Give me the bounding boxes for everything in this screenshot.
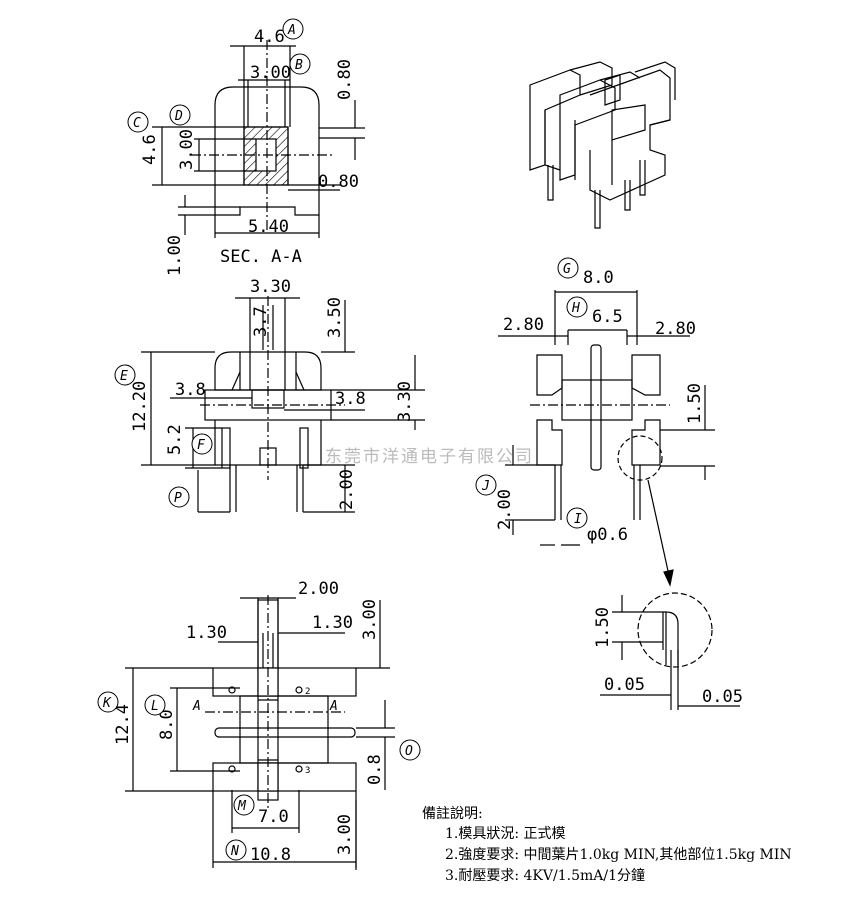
dim-0-80-mid: 0.80 xyxy=(318,172,359,192)
reference-balloons: A B C D E F P G H I J K L M N O xyxy=(97,18,588,861)
dim-0-05-right: 0.05 xyxy=(702,687,743,707)
dim-7-0: 7.0 xyxy=(258,807,289,827)
watermark: 东莞市洋通电子有限公司 xyxy=(325,447,534,467)
dim-8-0: 8.0 xyxy=(583,268,614,288)
dim-0-80-top: 0.80 xyxy=(335,59,355,100)
section-label: SEC. A-A xyxy=(220,247,302,267)
dim-3-30-right: 3.30 xyxy=(395,381,415,422)
bottom-view xyxy=(125,595,395,870)
dim-6-5: 6.5 xyxy=(592,307,623,327)
dim-3-7: 3.7 xyxy=(251,306,271,337)
balloon-j: J xyxy=(475,474,497,496)
balloon-k: K xyxy=(97,691,119,713)
svg-text:K: K xyxy=(102,696,112,711)
balloon-o: O xyxy=(399,739,421,761)
side-view xyxy=(498,290,715,587)
dim-12-4: 12.4 xyxy=(113,704,133,745)
dim-2-00-bottom: 2.00 xyxy=(298,579,339,599)
dim-2-00-side: 2.00 xyxy=(495,489,515,530)
pin-number-3: 3 xyxy=(305,766,310,776)
dim-3-00-bottom-top: 3.00 xyxy=(360,599,380,640)
balloon-a: A xyxy=(282,18,304,40)
dim-1-50-detail: 1.50 xyxy=(593,607,613,648)
dim-8-0-bottom: 8.0 xyxy=(157,709,177,740)
balloon-b: B xyxy=(289,53,311,75)
balloon-i: I xyxy=(566,507,588,529)
dim-3-00-left: 3.00 xyxy=(177,129,197,170)
dim-3-00-bottom: 3.00 xyxy=(335,814,355,855)
balloon-m: M xyxy=(233,794,255,816)
dim-5-40: 5.40 xyxy=(248,217,289,237)
dim-4-6-top: 4.6 xyxy=(254,27,285,47)
section-view xyxy=(152,40,365,238)
dim-3-00-top: 3.00 xyxy=(250,63,291,83)
svg-text:J: J xyxy=(481,479,490,494)
dim-3-30-top: 3.30 xyxy=(250,277,291,297)
dim-3-8-right: 3.8 xyxy=(335,389,366,409)
balloon-g: G xyxy=(557,257,579,279)
pin-number-2: 2 xyxy=(305,687,310,697)
svg-text:D: D xyxy=(174,109,183,124)
balloon-h: H xyxy=(566,296,588,318)
svg-text:L: L xyxy=(151,699,159,714)
svg-text:A: A xyxy=(287,23,296,38)
dim-10-8: 10.8 xyxy=(250,845,291,865)
svg-text:H: H xyxy=(571,301,580,316)
dim-3-8-left: 3.8 xyxy=(175,380,206,400)
dim-5-2: 5.2 xyxy=(165,424,185,455)
dim-1-30-left: 1.30 xyxy=(186,623,227,643)
svg-text:G: G xyxy=(563,262,571,277)
balloon-d: D xyxy=(169,104,191,126)
dim-1-30-right: 1.30 xyxy=(312,613,353,633)
dim-1-00: 1.00 xyxy=(165,235,185,276)
svg-text:E: E xyxy=(120,369,128,384)
balloon-c: C xyxy=(127,111,149,133)
detail-view xyxy=(600,592,740,710)
dim-0-05-left: 0.05 xyxy=(604,675,645,695)
svg-text:P: P xyxy=(174,491,182,506)
balloon-e: E xyxy=(114,364,136,386)
dim-12-20: 12.20 xyxy=(130,381,150,432)
dim-3-50: 3.50 xyxy=(325,297,345,338)
notes-line-2: 2.強度要求: 中間葉片1.0kg MIN,其他部位1.5kg MIN xyxy=(445,847,792,863)
dim-2-80-left: 2.80 xyxy=(503,315,544,335)
dim-phi-0-6: φ0.6 xyxy=(587,525,628,545)
notes-title: 備註說明: xyxy=(422,805,483,822)
dim-0-8: 0.8 xyxy=(365,754,385,785)
balloon-n: N xyxy=(225,839,247,861)
svg-text:B: B xyxy=(295,58,303,73)
front-view xyxy=(141,296,425,513)
svg-text:N: N xyxy=(230,844,239,859)
notes-block: 備註說明: 1.模具狀況: 正式模 2.強度要求: 中間葉片1.0kg MIN,… xyxy=(422,805,792,884)
svg-text:F: F xyxy=(197,438,206,453)
notes-line-3: 3.耐壓要求: 4KV/1.5mA/1分鐘 xyxy=(445,867,645,884)
svg-text:O: O xyxy=(405,744,413,759)
balloon-l: L xyxy=(144,694,166,716)
dim-2-80-right: 2.80 xyxy=(655,319,696,339)
balloon-f: F xyxy=(191,433,213,455)
dimension-labels: 4.6 3.00 0.80 4.6 3.00 0.80 5.40 1.00 3.… xyxy=(113,27,743,865)
svg-text:I: I xyxy=(574,512,582,527)
section-mark-right: A xyxy=(329,699,338,714)
svg-text:M: M xyxy=(237,799,247,814)
section-mark-left: A xyxy=(192,699,201,714)
dim-1-50-side: 1.50 xyxy=(685,383,705,424)
isometric-view xyxy=(529,61,676,229)
balloon-p: P xyxy=(168,486,190,508)
dim-2-00-front: 2.00 xyxy=(337,469,357,510)
notes-line-1: 1.模具狀況: 正式模 xyxy=(445,826,566,842)
svg-text:C: C xyxy=(133,116,141,131)
dim-4-6-left: 4.6 xyxy=(140,134,160,165)
